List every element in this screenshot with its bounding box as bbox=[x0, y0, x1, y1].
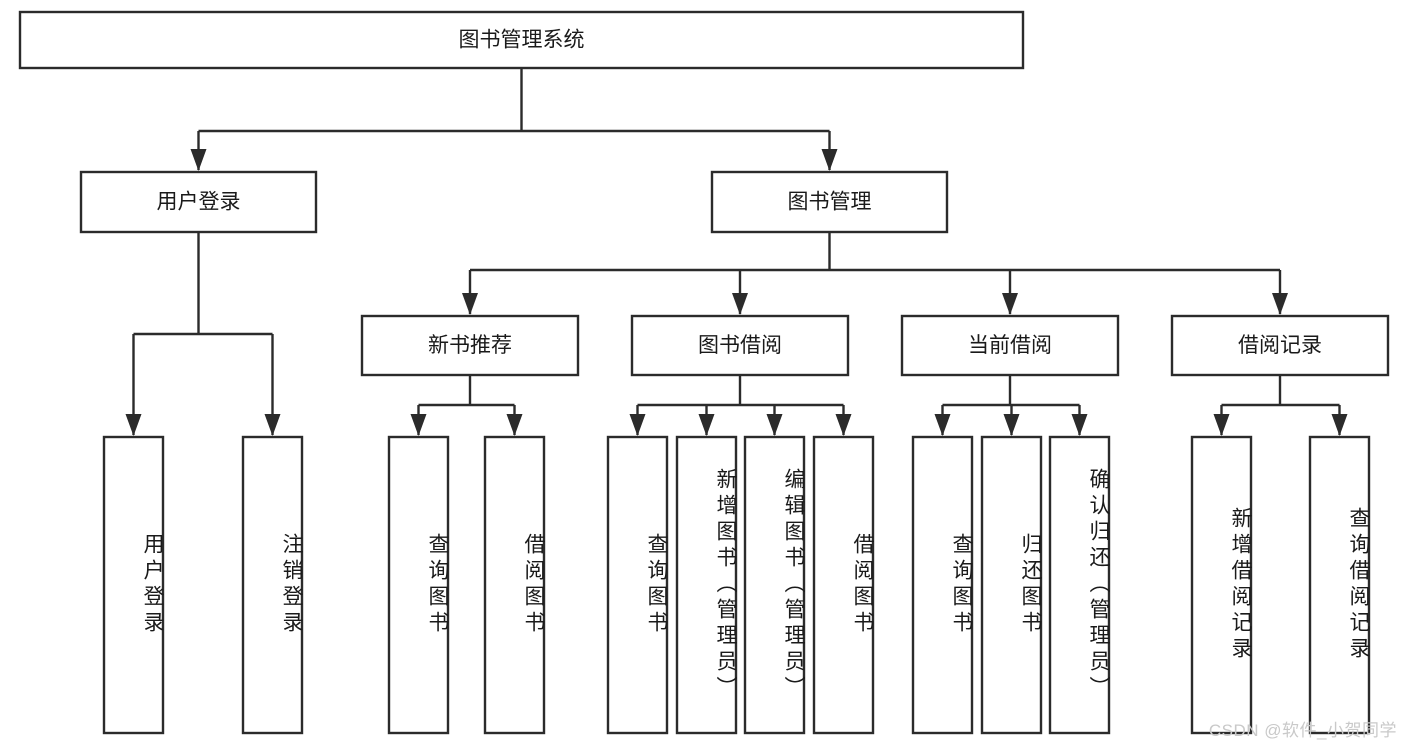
node-label-root: 图书管理系统 bbox=[459, 29, 585, 52]
arrow-head-icon bbox=[1071, 414, 1088, 436]
arrow-head-icon bbox=[698, 414, 715, 436]
node-label-mid-3: 借阅记录 bbox=[1238, 334, 1322, 357]
node-box-leaf-11[interactable] bbox=[1190, 435, 1253, 735]
node-box-leaf-6[interactable] bbox=[743, 435, 806, 735]
arrow-head-icon bbox=[1331, 414, 1348, 436]
node-box-leaf-9[interactable] bbox=[980, 435, 1043, 735]
node-box-branch-图书管理[interactable] bbox=[710, 170, 949, 234]
arrow-head-icon bbox=[506, 414, 523, 436]
arrow-head-icon bbox=[821, 149, 838, 171]
node-box-mid-3[interactable] bbox=[1170, 314, 1390, 377]
node-box-leaf-1[interactable] bbox=[241, 435, 304, 735]
node-label-mid-2: 当前借阅 bbox=[968, 334, 1052, 357]
node-box-leaf-0[interactable] bbox=[102, 435, 165, 735]
arrow-head-icon bbox=[1213, 414, 1230, 436]
node-box-mid-1[interactable] bbox=[630, 314, 850, 377]
node-label-mid-0: 新书推荐 bbox=[428, 334, 512, 357]
node-box-leaf-12[interactable] bbox=[1308, 435, 1371, 735]
node-label-branch-图书管理: 图书管理 bbox=[788, 191, 872, 214]
node-box-leaf-4[interactable] bbox=[606, 435, 669, 735]
connector-layer bbox=[125, 68, 1348, 436]
arrow-head-icon bbox=[1272, 293, 1288, 315]
node-box-leaf-5[interactable] bbox=[675, 435, 738, 735]
node-box-root[interactable] bbox=[18, 10, 1025, 70]
arrow-head-icon bbox=[732, 293, 748, 315]
arrow-head-icon bbox=[629, 414, 646, 436]
node-box-layer bbox=[18, 10, 1390, 735]
arrow-head-icon bbox=[1003, 414, 1020, 436]
node-box-leaf-2[interactable] bbox=[387, 435, 450, 735]
node-box-branch-用户登录[interactable] bbox=[79, 170, 318, 234]
node-box-mid-2[interactable] bbox=[900, 314, 1120, 377]
node-label-mid-1: 图书借阅 bbox=[698, 334, 782, 357]
watermark-text: CSDN @软件_小贺同学 bbox=[1208, 721, 1397, 740]
arrow-head-icon bbox=[264, 414, 281, 436]
arrow-head-icon bbox=[462, 293, 478, 315]
node-box-leaf-10[interactable] bbox=[1048, 435, 1111, 735]
node-box-leaf-8[interactable] bbox=[911, 435, 974, 735]
arrow-head-icon bbox=[766, 414, 783, 436]
node-label-branch-用户登录: 用户登录 bbox=[157, 191, 241, 214]
arrow-head-icon bbox=[125, 414, 142, 436]
arrow-head-icon bbox=[835, 414, 852, 436]
arrow-head-icon bbox=[934, 414, 951, 436]
arrow-head-icon bbox=[410, 414, 427, 436]
node-box-mid-0[interactable] bbox=[360, 314, 580, 377]
node-box-leaf-3[interactable] bbox=[483, 435, 546, 735]
node-box-leaf-7[interactable] bbox=[812, 435, 875, 735]
arrow-head-icon bbox=[1002, 293, 1018, 315]
arrow-head-icon bbox=[190, 149, 207, 171]
